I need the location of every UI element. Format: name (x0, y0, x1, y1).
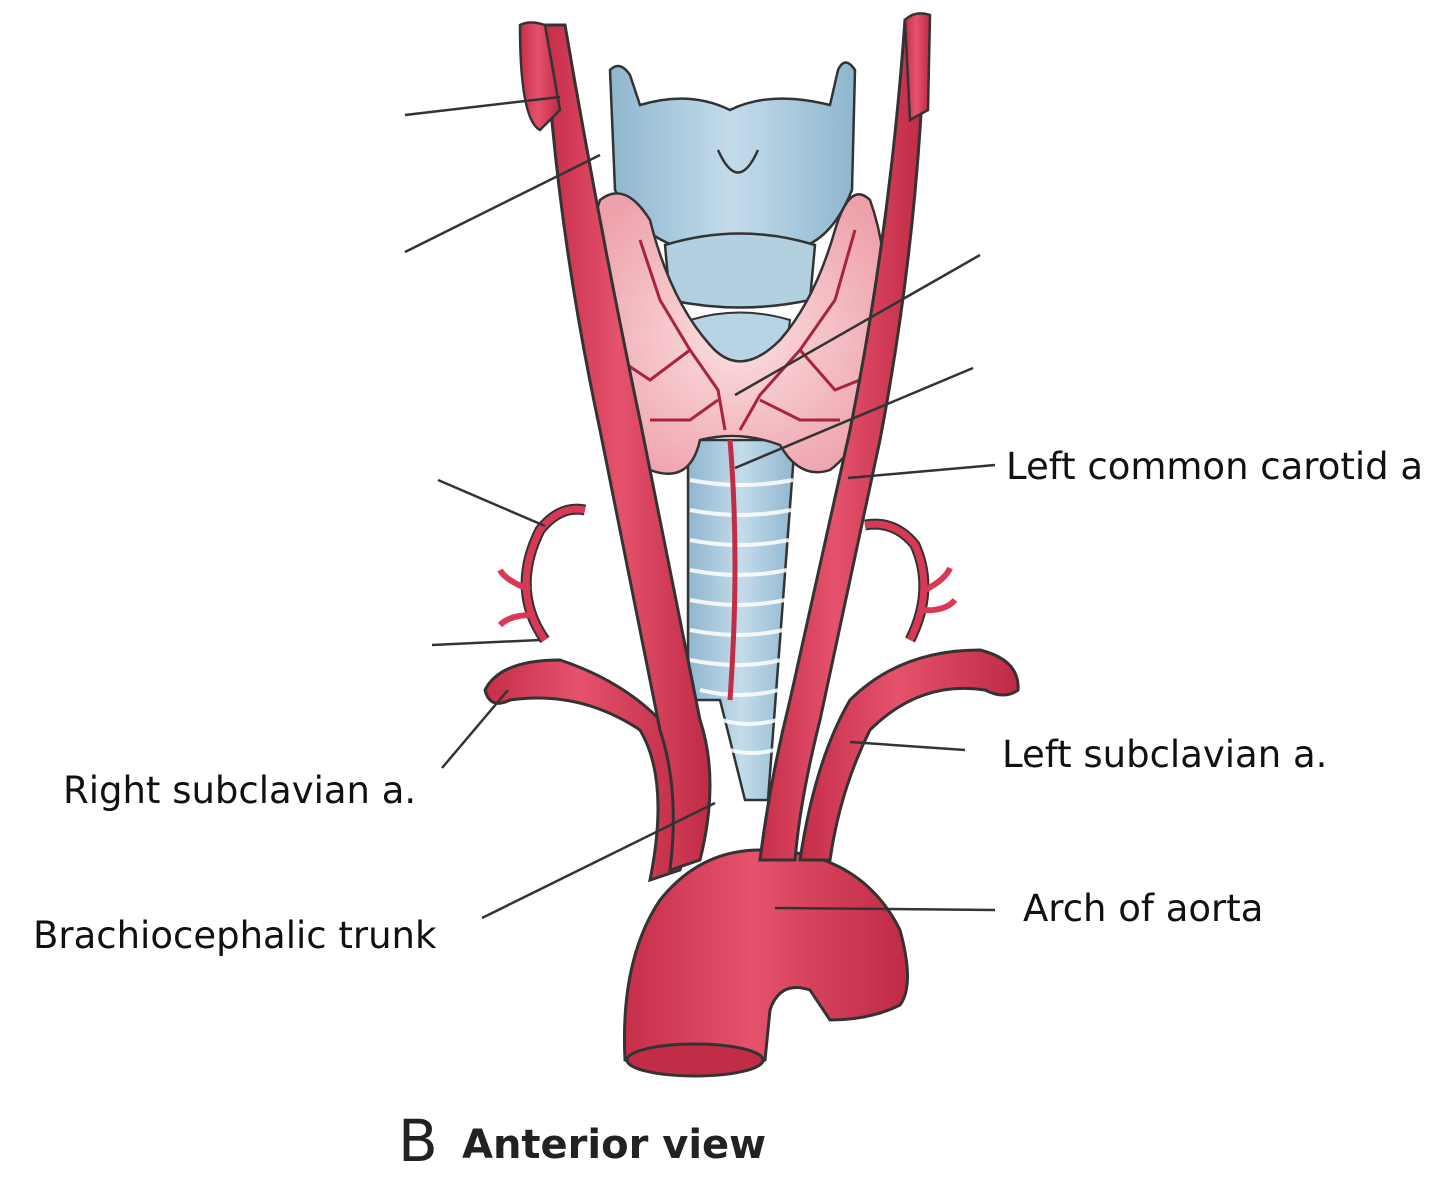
leader-left-subclavian (849, 740, 966, 752)
leader-unlabeled-1 (404, 95, 561, 117)
caption-letter: B (398, 1107, 438, 1175)
right-arteries (483, 21, 712, 883)
leader-right-subclavian (441, 689, 509, 769)
leader-unlabeled-3 (734, 253, 981, 397)
label-brachiocephalic-trunk: Brachiocephalic trunk (33, 914, 437, 957)
caption-text: Anterior view (462, 1122, 767, 1168)
label-left-subclavian: Left subclavian a. (1002, 733, 1328, 776)
aorta (622, 848, 909, 1078)
leader-unlabeled-6 (431, 638, 541, 647)
leader-brachiocephalic-trunk (481, 801, 716, 920)
label-arch-of-aorta: Arch of aorta (1023, 887, 1264, 930)
leader-unlabeled-4 (734, 366, 974, 470)
leader-lines (404, 95, 996, 920)
label-left-common-carotid: Left common carotid a (1006, 445, 1424, 488)
leader-unlabeled-5 (437, 478, 546, 528)
midline-artery (727, 439, 738, 701)
leader-left-common-carotid (847, 463, 996, 480)
label-right-subclavian: Right subclavian a. (63, 769, 417, 812)
left-arteries (758, 12, 1020, 862)
leader-unlabeled-2 (404, 153, 601, 254)
leader-arch-of-aorta (774, 906, 996, 912)
